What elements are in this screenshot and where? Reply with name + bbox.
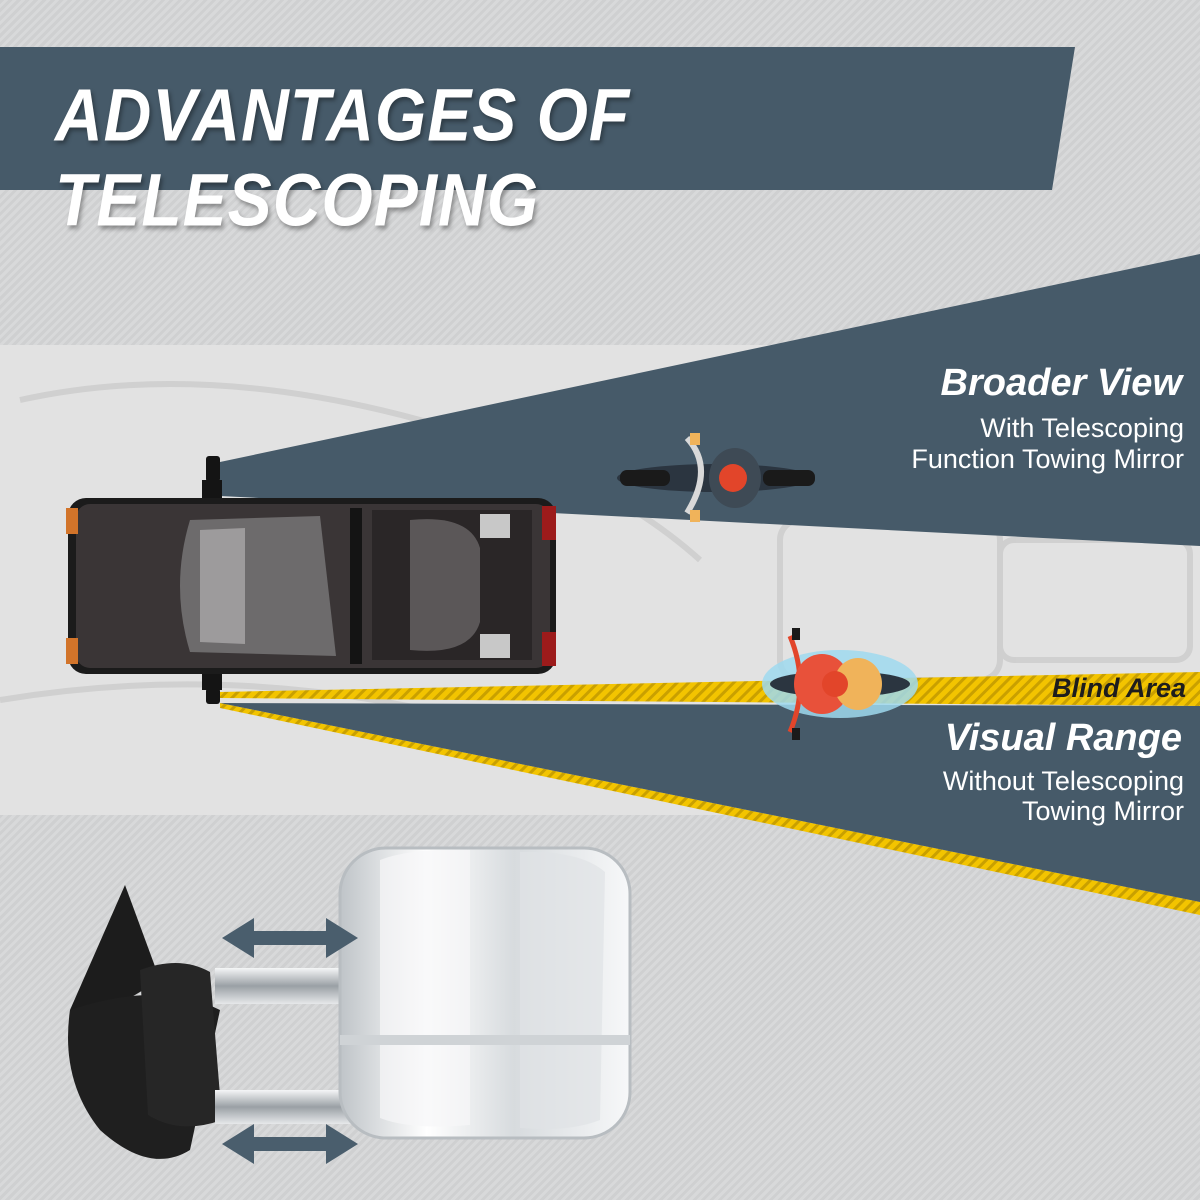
broader-view-wedge bbox=[220, 254, 1200, 546]
visual-range-edge bbox=[220, 703, 1200, 915]
broader-view-line2: Function Towing Mirror bbox=[911, 444, 1184, 474]
blind-area-label: Blind Area bbox=[1051, 673, 1186, 703]
truck-icon bbox=[66, 456, 556, 704]
visual-range-line1: Without Telescoping bbox=[942, 766, 1184, 796]
visual-range-line2: Towing Mirror bbox=[1021, 796, 1184, 826]
motorcycle-icon bbox=[762, 628, 918, 740]
broader-view-title: Broader View bbox=[940, 362, 1182, 404]
blind-area-stripe bbox=[220, 672, 1200, 706]
visual-range-title: Visual Range bbox=[944, 717, 1182, 759]
towing-mirror-icon bbox=[68, 846, 632, 1159]
header-banner bbox=[0, 47, 1075, 190]
visual-range-wedge bbox=[220, 703, 1200, 902]
page-title: ADVANTAGES OF TELESCOPING bbox=[55, 73, 631, 242]
broader-view-line1: With Telescoping bbox=[980, 413, 1184, 443]
motorcycle-icon bbox=[617, 433, 815, 522]
double-arrow-icon bbox=[222, 1124, 358, 1164]
double-arrow-icon bbox=[222, 918, 358, 958]
